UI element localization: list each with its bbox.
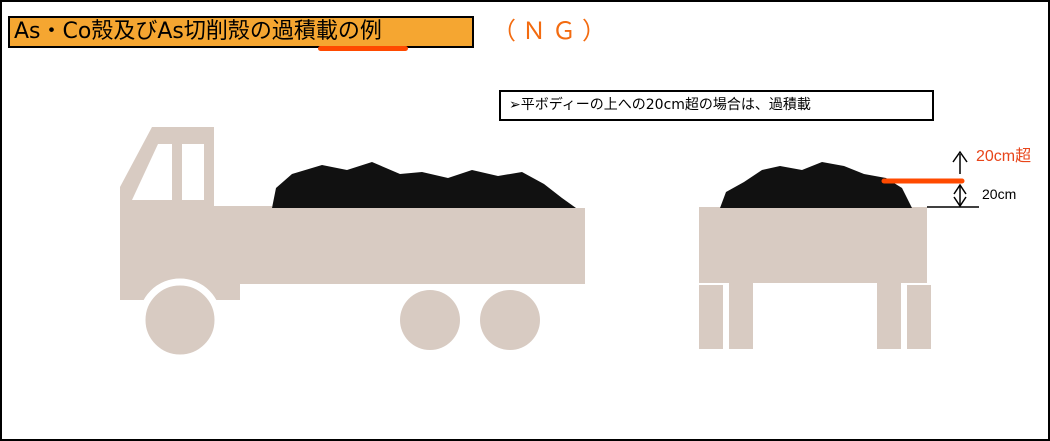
ng-label: （ＮＧ）	[492, 17, 612, 45]
load-pile-rear	[720, 162, 912, 208]
dim-arrow-bottom-icon	[953, 196, 967, 208]
rear-wheel-right-outer	[907, 285, 931, 349]
load-pile-side	[272, 162, 576, 208]
cargo-bed	[120, 208, 585, 284]
rear-wheel-left-inner	[729, 283, 753, 349]
rear-wheel-right-inner	[877, 283, 901, 349]
truck-rear-view	[699, 162, 931, 349]
rear-cargo-bed	[699, 207, 927, 283]
dimension-annotation	[881, 150, 979, 208]
cab-window-side	[182, 144, 204, 200]
rear-wheel-2	[480, 290, 540, 350]
up-arrow-icon	[952, 150, 968, 163]
front-wheel	[138, 278, 222, 362]
cab-window-front	[132, 144, 172, 200]
note-box: ➢平ボディーの上への20cm超の場合は、過積載	[499, 90, 934, 121]
dim-arrow-top-icon	[953, 183, 967, 195]
title-emphasis-underline	[318, 46, 408, 51]
20cm-label: 20cm	[982, 186, 1017, 202]
truck-side-view	[120, 127, 585, 362]
rear-wheel-left-outer	[699, 285, 723, 349]
over-20cm-label: 20cm超	[976, 148, 1032, 165]
page-title: As・Co殻及びAs切削殻の過積載の例	[14, 19, 382, 44]
rear-wheel-1	[400, 290, 460, 350]
title-box	[8, 16, 474, 48]
